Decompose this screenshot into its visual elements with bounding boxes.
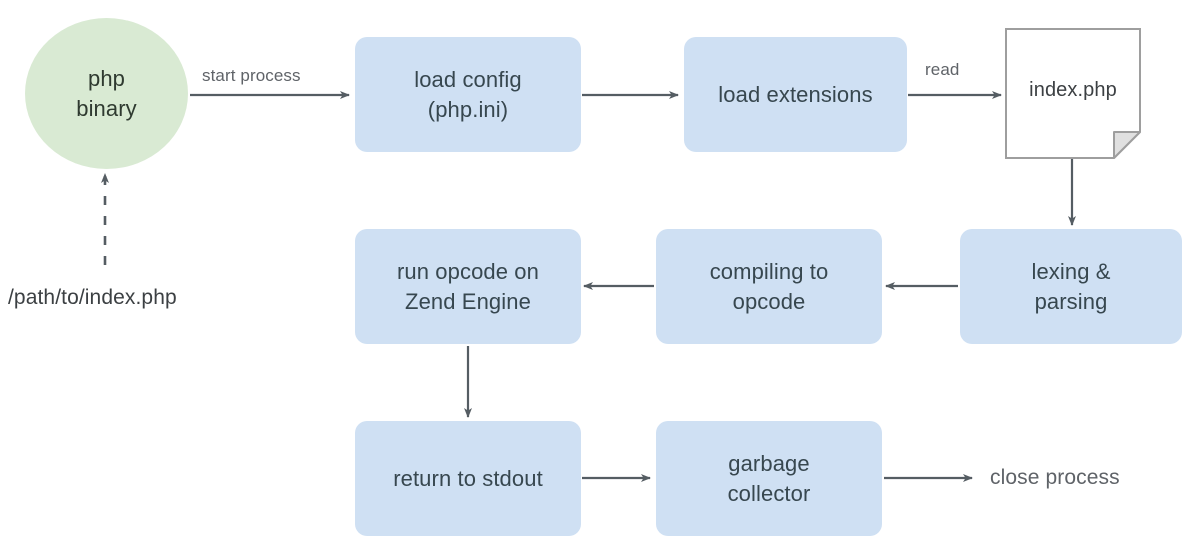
node-run-opcode[interactable]: run opcode on Zend Engine bbox=[355, 229, 581, 344]
node-index-php-label: index.php bbox=[1029, 79, 1117, 102]
node-load-extensions-label: load extensions bbox=[718, 81, 873, 107]
node-load-config[interactable]: load config (php.ini) bbox=[355, 37, 581, 152]
node-return-stdout-label: return to stdout bbox=[393, 465, 543, 491]
label-close-process: close process bbox=[990, 466, 1120, 489]
node-garbage-collector[interactable]: garbage collector bbox=[656, 421, 882, 536]
node-php-binary-label: php binary bbox=[76, 66, 137, 121]
node-return-stdout[interactable]: return to stdout bbox=[355, 421, 581, 536]
node-php-binary[interactable]: php binary bbox=[25, 18, 188, 169]
node-load-extensions[interactable]: load extensions bbox=[684, 37, 907, 152]
node-load-config-label: load config (php.ini) bbox=[414, 67, 522, 122]
edge-label-start-process: start process bbox=[202, 66, 301, 85]
node-garbage-collector-label: garbage collector bbox=[727, 451, 811, 506]
label-input-path: /path/to/index.php bbox=[8, 286, 177, 309]
node-run-opcode-label: run opcode on Zend Engine bbox=[397, 259, 539, 314]
node-index-php[interactable]: index.php bbox=[1005, 28, 1141, 159]
node-lexing-parsing-label: lexing & parsing bbox=[1031, 259, 1111, 314]
document-icon bbox=[1005, 28, 1141, 159]
node-compiling-opcode-label: compiling to opcode bbox=[709, 259, 829, 314]
node-compiling-opcode[interactable]: compiling to opcode bbox=[656, 229, 882, 344]
node-lexing-parsing[interactable]: lexing & parsing bbox=[960, 229, 1182, 344]
edge-label-read: read bbox=[925, 60, 960, 79]
